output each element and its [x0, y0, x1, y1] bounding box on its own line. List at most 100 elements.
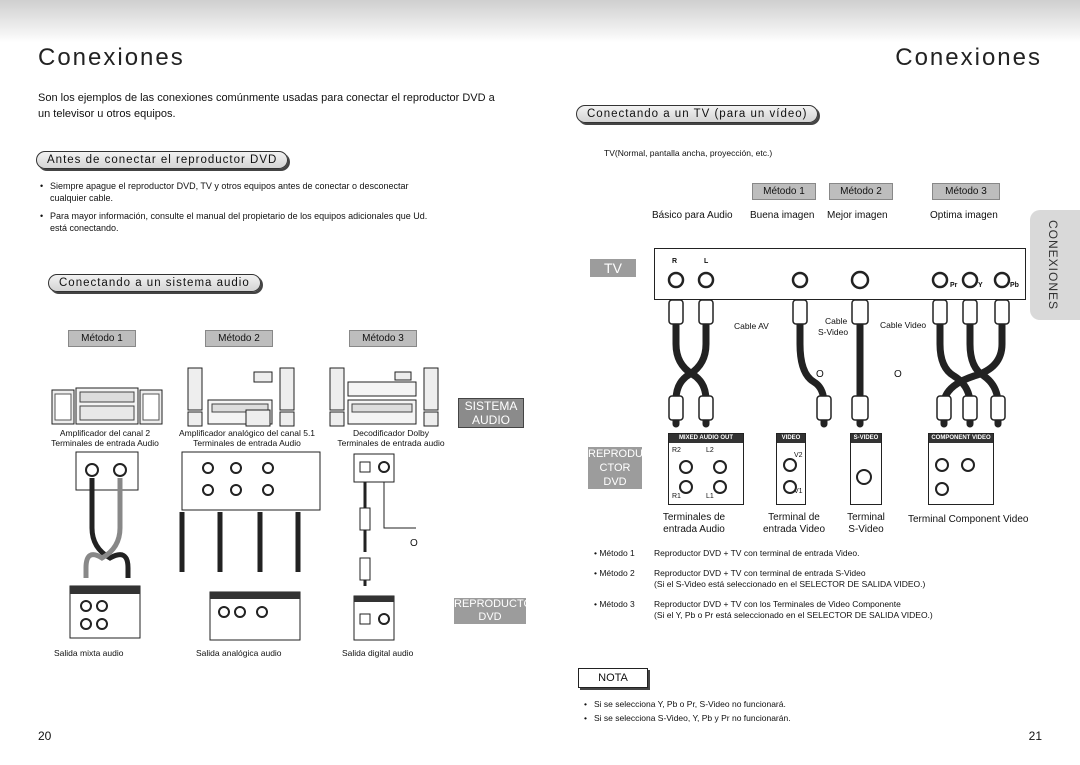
tv-method-3: Método 3 — [932, 183, 1000, 200]
reprodu-line: CTOR DVD — [599, 462, 631, 488]
terminal-video-label: Terminal de entrada Video — [752, 512, 836, 536]
jack-r1-label: R1 — [672, 493, 681, 500]
terminal-svideo-label: Terminal S-Video — [838, 512, 894, 536]
tv-label: TV — [590, 259, 636, 277]
sistema-audio-line: SISTEMA — [464, 399, 518, 413]
tv-jack-r-label: R — [672, 258, 678, 265]
method-note-line: Reproductor DVD + TV con terminal de ent… — [654, 568, 866, 578]
bullet-line: Para mayor información, consulte el manu… — [50, 211, 428, 221]
bullet-line: está conectando. — [50, 223, 119, 233]
cable-video-label: Cable Video — [880, 320, 927, 330]
caption-method-2: Amplificador analógico del canal 5.1 Ter… — [172, 428, 322, 448]
audio-systems-illustration — [51, 367, 439, 427]
tv-jack-y-label: Y — [978, 282, 983, 289]
caption-method-1: Amplificador del canal 2 Terminales de e… — [40, 428, 170, 448]
jack-v1-label: V1 — [794, 488, 803, 495]
caption-line: Decodificador Dolby — [352, 428, 430, 438]
terminal-audio-label: Terminales de entrada Audio — [654, 512, 734, 536]
method-note-2: • Método 2 Reproductor DVD + TV con term… — [594, 568, 994, 590]
method-note-line: Reproductor DVD + TV con los Terminales … — [654, 599, 901, 609]
section-audio-heading: Conectando a un sistema audio — [48, 274, 261, 292]
tv-jack-l-label: L — [704, 258, 709, 265]
section-tv-heading: Conectando a un TV (para un vídeo) — [576, 105, 819, 123]
method-note-line: (Si el S-Video está seleccionado en el S… — [654, 579, 926, 589]
quality-audio: Básico para Audio — [652, 210, 733, 221]
method-note-text: Reproductor DVD + TV con terminal de ent… — [654, 568, 925, 590]
terminal-line: Terminal de — [768, 512, 820, 523]
jack-l2-label: L2 — [706, 447, 714, 454]
caption-line: Amplificador analógico del canal 5.1 — [178, 428, 316, 438]
audio-connection-diagram — [69, 451, 416, 641]
output-label-mixed: Salida mixta audio — [54, 648, 124, 658]
jack-l1-label: L1 — [706, 493, 714, 500]
caption-line: Terminales de entrada Audio — [51, 438, 159, 448]
method-note-label-text: Método 3 — [599, 599, 635, 609]
method-note-3: • Método 3 Reproductor DVD + TV con los … — [594, 599, 994, 621]
stereo-system-3 — [329, 367, 439, 427]
cable-label: Cable — [825, 316, 848, 326]
component-video-out-label: COMPONENT VIDEO OUT — [929, 434, 993, 450]
method-note-text: Reproductor DVD + TV con los Terminales … — [654, 599, 933, 621]
bullet-item: Para mayor información, consulte el manu… — [38, 210, 498, 234]
cable-av-label: Cable AV — [734, 321, 769, 331]
sistema-audio-line: AUDIO — [471, 413, 510, 427]
method-note-label: • Método 3 — [594, 599, 635, 609]
method-note-text: Reproductor DVD + TV con terminal de ent… — [654, 548, 860, 558]
audio-method-3: Método 3 — [349, 330, 417, 347]
jack-r2-label: R2 — [672, 447, 681, 454]
tv-method-1: Método 1 — [752, 183, 816, 200]
dvd-panel-jacks — [679, 458, 975, 496]
or-label-right-2: O — [894, 369, 902, 380]
method-note-label-text: Método 1 — [599, 548, 635, 558]
reproductor-dvd-label: REPRODUCTOR DVD — [454, 598, 540, 624]
right-page-title: Conexiones — [895, 44, 1042, 71]
terminal-line: entrada Video — [762, 524, 826, 535]
jack-v2-label: V2 — [794, 452, 803, 459]
method-note-line: (Si el Y, Pb o Pr está seleccionado en e… — [654, 610, 933, 620]
output-label-analog: Salida analógica audio — [196, 648, 282, 658]
left-page-title: Conexiones — [38, 44, 185, 71]
caption-line: Terminales de entrada audio — [337, 438, 445, 448]
tv-jack-pb-label: Pb — [1010, 282, 1019, 289]
bullet-line: Siempre apague el reproductor DVD, TV y … — [50, 181, 409, 191]
bullet-item: Siempre apague el reproductor DVD, TV y … — [38, 180, 498, 204]
header-band — [0, 0, 1080, 42]
caption-method-3: Decodificador Dolby Terminales de entrad… — [326, 428, 456, 448]
right-page-number: 21 — [1028, 729, 1042, 743]
intro-text: Son los ejemplos de las conexiones común… — [38, 90, 518, 122]
method-note-label: • Método 1 — [594, 548, 635, 558]
reproductor-line: REPRODUCTOR — [454, 598, 540, 610]
method-notes: • Método 1 Reproductor DVD + TV con term… — [594, 548, 994, 621]
terminal-line: entrada Audio — [663, 524, 725, 535]
caption-line: Amplificador del canal 2 — [59, 428, 151, 438]
nota-item: Si se selecciona Y, Pb o Pr, S-Video no … — [582, 697, 791, 711]
terminal-line: Terminales de — [662, 512, 726, 523]
quality-buena: Buena imagen — [750, 210, 815, 221]
s-video-out-label: S-VIDEO OUT — [851, 434, 881, 450]
left-page-number: 20 — [38, 729, 52, 743]
quality-mejor: Mejor imagen — [827, 210, 888, 221]
caption-line: Terminales de entrada Audio — [193, 438, 301, 448]
stereo-system-1 — [51, 387, 163, 425]
nota-list: Si se selecciona Y, Pb o Pr, S-Video no … — [582, 697, 791, 725]
section-before-heading: Antes de conectar el reproductor DVD — [36, 151, 289, 169]
tv-method-2: Método 2 — [829, 183, 893, 200]
sistema-audio-label: SISTEMA AUDIO — [458, 398, 524, 428]
before-bullets: Siempre apague el reproductor DVD, TV y … — [38, 180, 498, 234]
terminal-line: Terminal — [847, 512, 885, 523]
reproductor-line: DVD — [478, 611, 502, 623]
tv-connection-diagram — [667, 270, 1011, 428]
method-note-label: • Método 2 — [594, 568, 635, 578]
method-note-1: • Método 1 Reproductor DVD + TV con term… — [594, 548, 994, 559]
method-note-label-text: Método 2 — [599, 568, 635, 578]
output-label-digital: Salida digital audio — [342, 648, 414, 658]
nota-heading: NOTA — [578, 668, 648, 688]
audio-method-2: Método 2 — [205, 330, 273, 347]
video-out-label: VIDEO OUT — [777, 434, 805, 450]
conexiones-side-tab: CONEXIONES — [1030, 210, 1080, 320]
reproductor-dvd-label-right: REPRODU- CTOR DVD — [588, 447, 647, 489]
tv-types-text: TV(Normal, pantalla ancha, proyección, e… — [604, 148, 773, 158]
s-video-out-panel: S-VIDEO OUT — [850, 433, 882, 505]
side-tab-label: CONEXIONES — [1046, 220, 1060, 311]
nota-item: Si se selecciona S-Video, Y, Pb y Pr no … — [582, 711, 791, 725]
